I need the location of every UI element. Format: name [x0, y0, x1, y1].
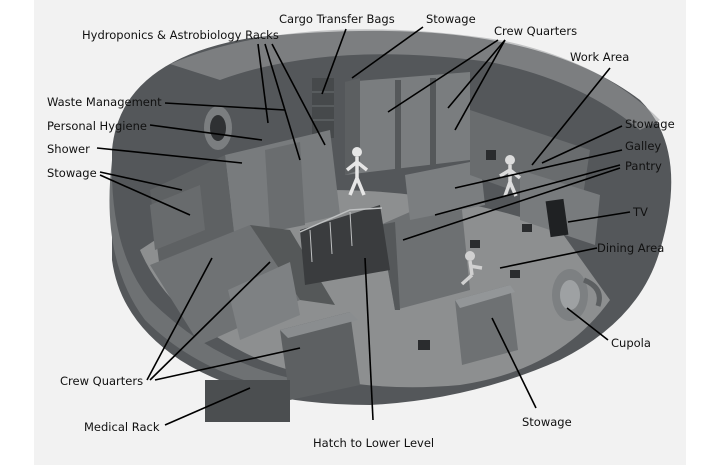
medical-rack-module	[280, 312, 360, 400]
label-work-area: Work Area	[570, 50, 629, 64]
label-stowage-right: Stowage	[625, 117, 675, 131]
lower-module	[205, 380, 290, 422]
chairs	[418, 150, 532, 350]
crew-quarters-top-modules	[345, 72, 470, 175]
label-personal-hygiene: Personal Hygiene	[47, 119, 147, 133]
label-cupola: Cupola	[611, 336, 651, 350]
label-galley: Galley	[625, 139, 661, 153]
crew-figure-dining	[460, 251, 483, 286]
label-waste-management: Waste Management	[47, 95, 162, 109]
label-stowage-top: Stowage	[426, 12, 476, 26]
leader-lines	[96, 26, 631, 426]
porthole-left	[204, 106, 232, 150]
cupola-module	[552, 269, 602, 321]
label-medical-rack: Medical Rack	[84, 420, 160, 434]
central-racks	[380, 160, 485, 310]
label-shower: Shower	[47, 142, 90, 156]
stowage-bottom-module	[455, 285, 518, 365]
label-cargo-transfer-bags: Cargo Transfer Bags	[279, 12, 395, 26]
label-stowage-bottom: Stowage	[522, 415, 572, 429]
label-crew-quarters-bottom: Crew Quarters	[60, 374, 143, 388]
label-stowage-left: Stowage	[47, 166, 97, 180]
label-hydroponics: Hydroponics & Astrobiology Racks	[82, 28, 279, 42]
left-racks	[150, 130, 340, 270]
tv-screen	[545, 198, 569, 238]
label-crew-quarters-top: Crew Quarters	[494, 24, 577, 38]
hatch-railing	[299, 205, 390, 285]
label-dining-area: Dining Area	[597, 241, 664, 255]
label-tv: TV	[632, 205, 648, 219]
crew-figure-work-area	[499, 155, 522, 197]
label-pantry: Pantry	[625, 159, 662, 173]
crew-quarters-bottom-modules	[150, 225, 335, 345]
cargo-bags-stack	[312, 78, 334, 138]
labels: Cargo Transfer Bags Stowage Hydroponics …	[47, 12, 675, 450]
label-hatch-to-lower-level: Hatch to Lower Level	[313, 436, 434, 450]
crew-figure-center	[345, 147, 369, 196]
